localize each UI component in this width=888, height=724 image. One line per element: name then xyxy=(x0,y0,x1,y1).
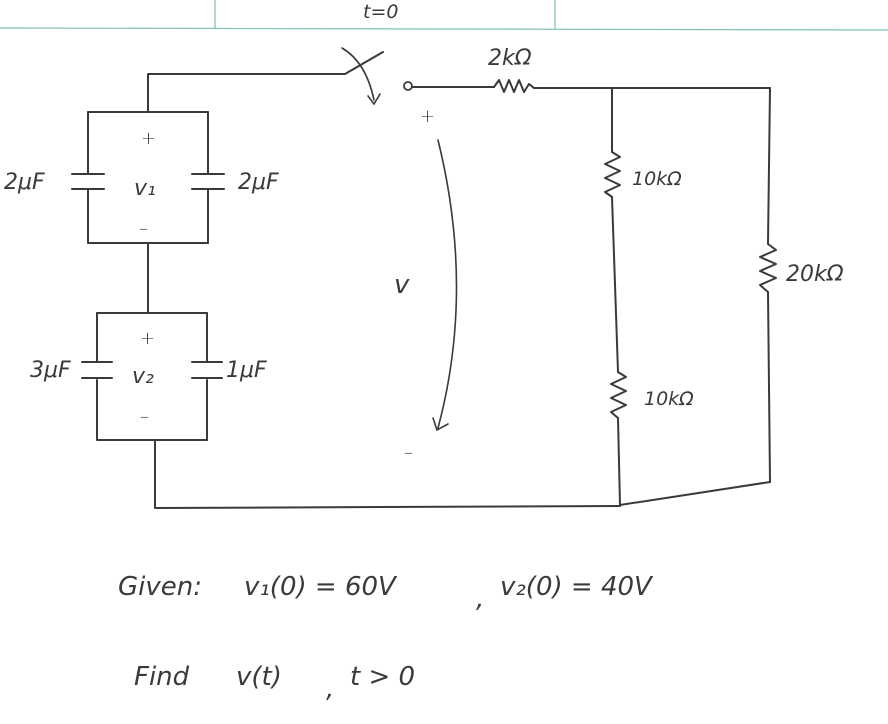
resistor-10k-lower-symbol xyxy=(610,371,627,419)
resistor-2k-label: 2kΩ xyxy=(488,46,532,71)
v1-minus-sign: – xyxy=(139,218,148,239)
given-separator: , xyxy=(476,584,485,614)
resistor-20k-label: 20kΩ xyxy=(786,262,844,287)
find-condition: t > 0 xyxy=(350,662,416,692)
capacitor-top-right-label: 2μF xyxy=(238,170,279,195)
voltage-arrow xyxy=(432,139,458,432)
wire-top-right xyxy=(411,79,771,93)
find-expression: v(t) xyxy=(236,662,282,692)
v2-minus-sign: – xyxy=(140,406,149,427)
v2-label: v₂ xyxy=(132,364,154,389)
resistor-10k-upper-symbol xyxy=(604,151,621,198)
capacitor-bank-v1 xyxy=(71,111,225,244)
v2-plus-sign: + xyxy=(140,328,156,349)
resistor-2k-symbol xyxy=(493,79,535,93)
resistor-10k-upper-label: 10kΩ xyxy=(632,168,682,190)
wire-bottom xyxy=(154,439,621,509)
v1-label: v₁ xyxy=(134,176,156,201)
middle-branch xyxy=(604,87,627,506)
capacitor-bottom-left-label: 3μF xyxy=(30,358,71,383)
find-label: Find xyxy=(134,662,190,692)
find-separator: , xyxy=(326,674,335,704)
given-v2-initial: v₂(0) = 40V xyxy=(500,572,652,602)
wire-top-left xyxy=(147,73,346,113)
capacitor-bank-v2 xyxy=(81,312,223,441)
v-minus-sign: – xyxy=(404,442,413,463)
resistor-10k-lower-label: 10kΩ xyxy=(644,388,694,410)
right-branch xyxy=(619,87,777,506)
capacitor-bottom-right-label: 1μF xyxy=(226,358,267,383)
switch-label: t=0 xyxy=(363,1,399,23)
v1-plus-sign: + xyxy=(141,128,157,149)
resistor-20k-symbol xyxy=(759,243,777,293)
capacitor-top-left-label: 2μF xyxy=(4,170,45,195)
switch xyxy=(341,47,413,106)
notebook-grid xyxy=(0,0,888,31)
v-label: v xyxy=(394,270,410,300)
given-v1-initial: v₁(0) = 60V xyxy=(244,572,396,602)
given-label: Given: xyxy=(118,572,202,602)
v-plus-sign: + xyxy=(420,106,436,127)
